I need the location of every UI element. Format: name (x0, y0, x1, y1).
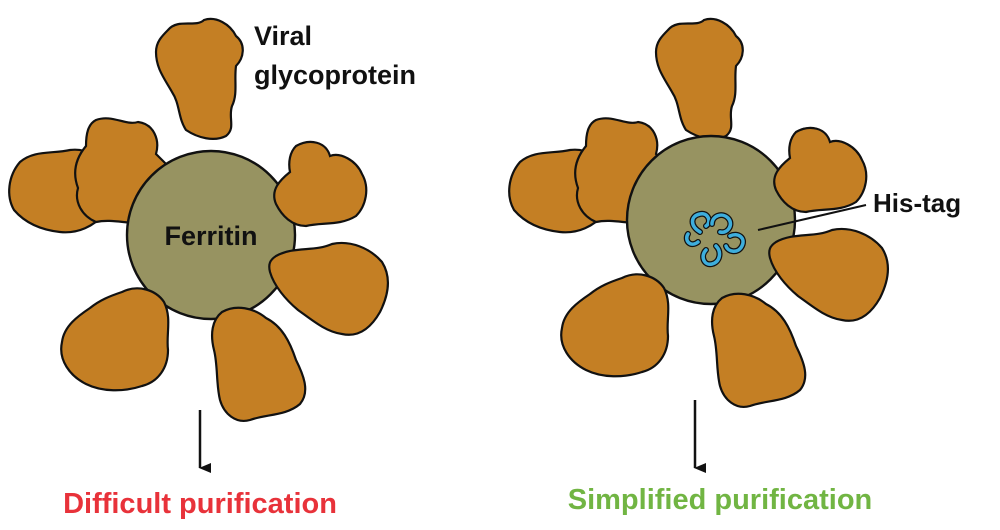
his-tag-pointer (757, 204, 867, 231)
glycoprotein-blob (773, 126, 868, 214)
glycoprotein-blob (273, 140, 368, 228)
simplified-purification-label: Simplified purification (568, 484, 873, 516)
his-tag-label: His-tag (873, 188, 961, 218)
glycoprotein-blob (154, 17, 244, 140)
right-nanoparticle: His-tag Simplified purification (508, 17, 961, 516)
glycoprotein-blob (268, 241, 389, 336)
glycoprotein-blob (211, 306, 307, 422)
glycoprotein-label: glycoprotein (254, 60, 416, 90)
glycoprotein-blob (711, 292, 807, 408)
ferritin-label: Ferritin (164, 221, 257, 251)
ferritin-core (125, 149, 297, 321)
glycoprotein-blob (60, 287, 170, 392)
left-nanoparticle: Ferritin Viral glycoprotein Difficult pu… (8, 17, 416, 520)
difficult-purification-label: Difficult purification (63, 488, 337, 520)
his-tag-coil-icon (683, 210, 746, 268)
glycoprotein-blob (768, 227, 889, 322)
glycoprotein-blob (654, 17, 744, 140)
glycoprotein-blob (560, 273, 670, 378)
viral-label: Viral (254, 21, 312, 51)
